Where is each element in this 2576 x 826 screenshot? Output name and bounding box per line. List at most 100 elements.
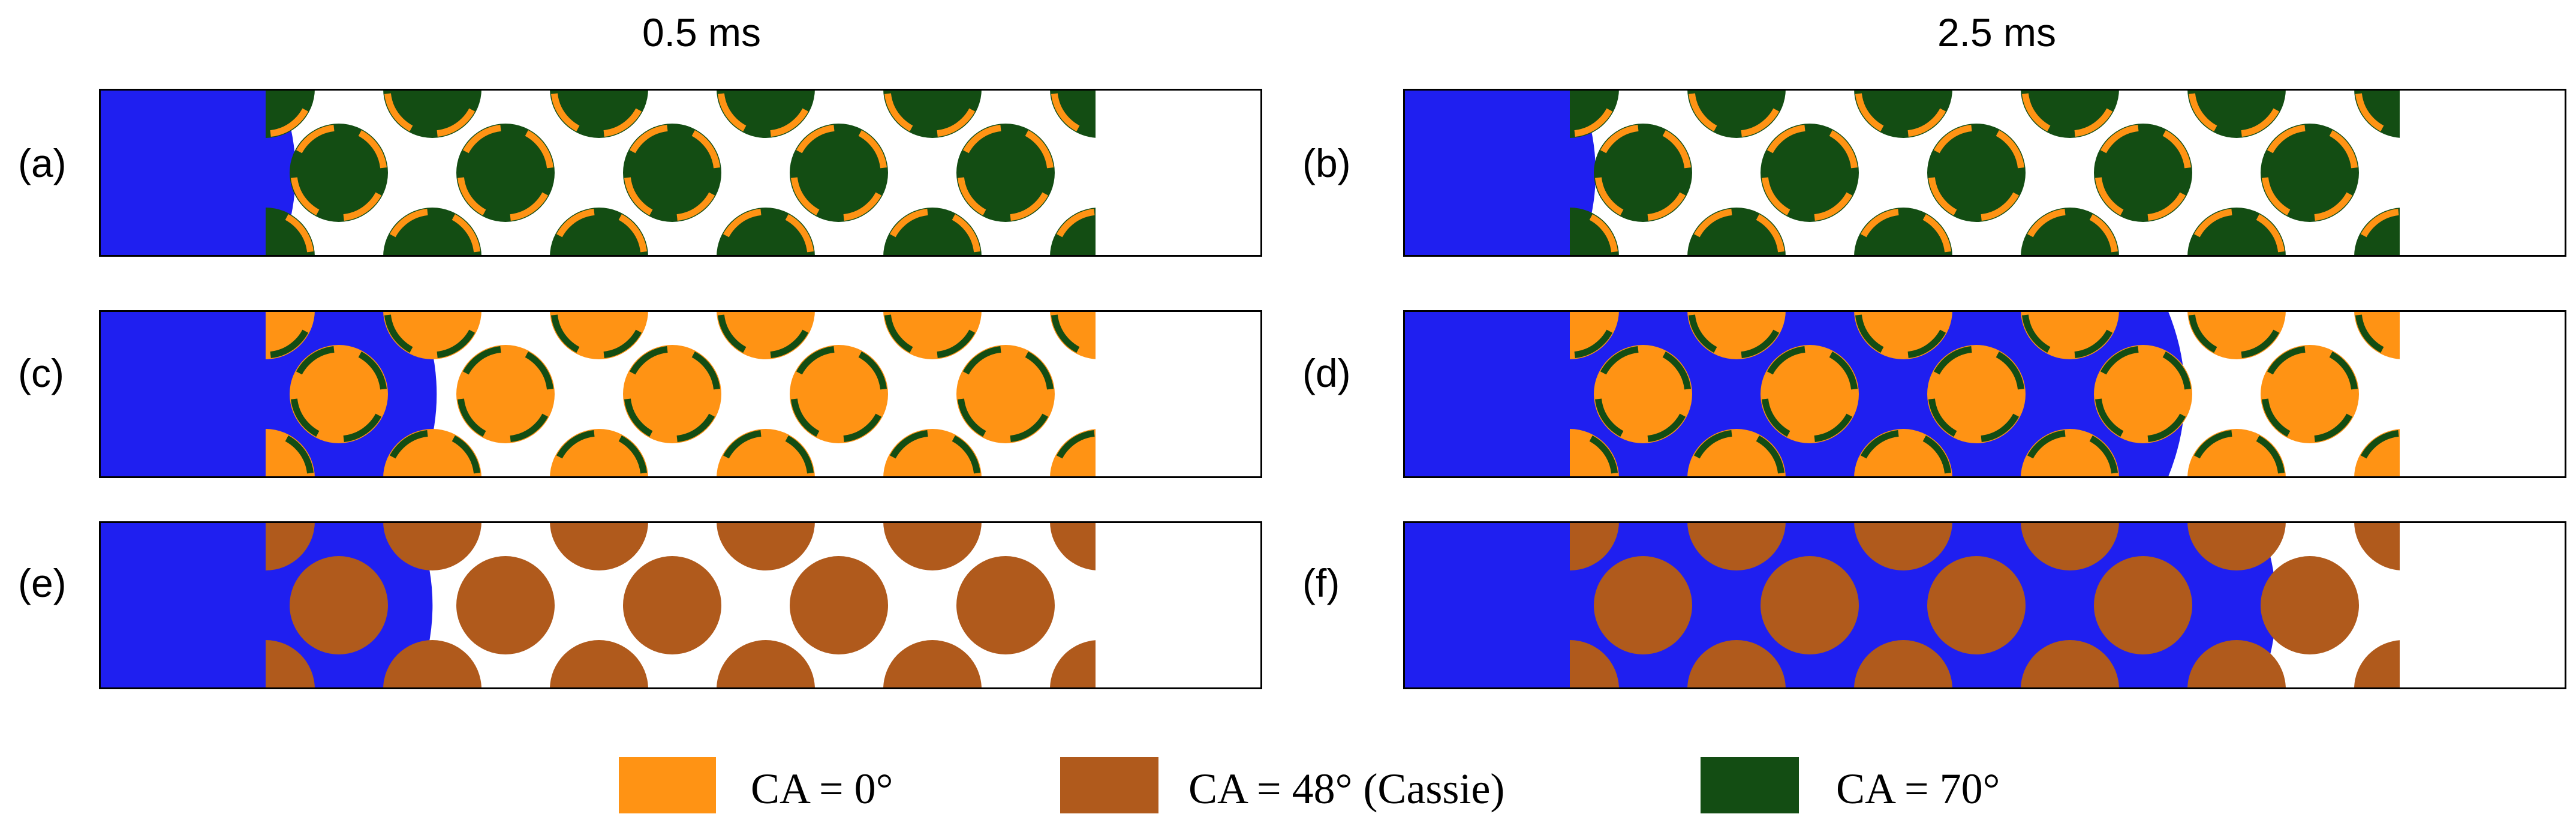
- post-top-1: [266, 521, 315, 570]
- post-bottom-5: [883, 429, 982, 478]
- post-bottom-4: [2021, 208, 2119, 257]
- post-top-3-wetting-patch: [1855, 310, 1952, 359]
- post-middle-5-solid: [2261, 556, 2359, 654]
- post-top-6: [2354, 521, 2400, 570]
- post-top-6: [1050, 89, 1096, 138]
- post-top-1: [1570, 310, 1619, 359]
- post-top-5: [2187, 521, 2286, 570]
- post-top-1: [1570, 89, 1619, 138]
- liquid-inlet: [99, 521, 266, 689]
- post-bottom-5-wetting-patch: [884, 208, 981, 257]
- post-bottom-6-solid: [1050, 429, 1096, 478]
- post-bottom-1-wetting-patch: [266, 429, 314, 478]
- post-bottom-1-solid: [266, 429, 315, 478]
- post-middle-4-solid: [790, 124, 888, 222]
- post-top-1-wetting-patch: [1570, 310, 1618, 359]
- post-middle-4-solid: [2094, 556, 2192, 654]
- post-top-3: [550, 310, 648, 359]
- post-top-2: [383, 521, 482, 570]
- post-top-3-wetting-patch: [1855, 89, 1952, 137]
- channel-outline: [1403, 521, 2566, 689]
- post-bottom-5-solid: [2187, 640, 2286, 689]
- post-top-6-solid: [1050, 521, 1096, 570]
- post-bottom-3: [550, 640, 648, 689]
- post-bottom-4-solid: [717, 640, 815, 689]
- post-top-6: [2354, 310, 2400, 359]
- post-middle-4: [2094, 124, 2192, 222]
- post-bottom-6-wetting-patch: [2355, 429, 2400, 478]
- post-top-2-wetting-patch: [384, 310, 481, 359]
- post-top-6: [2354, 89, 2400, 138]
- post-middle-5-solid: [956, 124, 1055, 222]
- post-bottom-4: [2021, 640, 2119, 689]
- post-middle-3-wetting-patch: [624, 124, 721, 221]
- post-bottom-2-wetting-patch: [384, 208, 481, 257]
- post-top-6: [1050, 310, 1096, 359]
- post-middle-5-solid: [2261, 345, 2359, 443]
- post-top-5: [2187, 310, 2286, 359]
- post-bottom-3-wetting-patch: [1855, 208, 1952, 257]
- post-top-2: [1687, 89, 1786, 138]
- post-bottom-2-wetting-patch: [384, 429, 481, 478]
- panel-d-diagram: [1403, 310, 2566, 478]
- post-top-1-wetting-patch: [266, 89, 314, 137]
- post-bottom-3-wetting-patch: [550, 208, 648, 257]
- panel-d: [1403, 310, 2566, 478]
- post-middle-5-solid: [956, 345, 1055, 443]
- post-top-1-solid: [266, 521, 315, 570]
- post-bottom-6-solid: [2354, 640, 2400, 689]
- post-bottom-6: [1050, 429, 1096, 478]
- post-top-5: [883, 310, 982, 359]
- post-bottom-4: [717, 429, 815, 478]
- legend-swatch-ca-48: [1060, 757, 1158, 813]
- post-bottom-1-solid: [266, 640, 315, 689]
- post-middle-1: [1594, 124, 1692, 222]
- post-bottom-1-wetting-patch: [1570, 429, 1618, 478]
- post-middle-1-wetting-patch: [290, 124, 387, 221]
- post-bottom-3-wetting-patch: [1855, 429, 1952, 478]
- post-bottom-6-solid: [1050, 208, 1096, 257]
- post-top-2: [1687, 310, 1786, 359]
- post-top-1-wetting-patch: [1570, 89, 1618, 137]
- post-middle-3-solid: [623, 345, 721, 443]
- post-middle-1-solid: [1594, 556, 1692, 654]
- post-bottom-5: [2187, 640, 2286, 689]
- post-top-6-wetting-patch: [2355, 310, 2400, 359]
- post-middle-1-wetting-patch: [290, 346, 387, 443]
- channel-outline: [1403, 89, 2566, 257]
- post-top-4: [717, 521, 815, 570]
- post-top-4: [2021, 310, 2119, 359]
- post-bottom-1: [1570, 208, 1619, 257]
- post-bottom-5: [883, 640, 982, 689]
- panel-label-a: (a): [18, 141, 67, 185]
- post-top-4: [717, 310, 815, 359]
- post-top-2-wetting-patch: [384, 89, 481, 137]
- panel-b: [1403, 89, 2566, 257]
- post-top-6-wetting-patch: [1051, 310, 1096, 359]
- post-bottom-2: [1687, 208, 1786, 257]
- post-middle-4: [790, 556, 888, 654]
- post-top-6-solid: [1050, 89, 1096, 138]
- post-bottom-5: [883, 208, 982, 257]
- post-top-5-wetting-patch: [884, 310, 981, 359]
- post-middle-5: [2261, 124, 2359, 222]
- post-middle-2-solid: [456, 556, 555, 654]
- post-middle-3-solid: [1927, 556, 2026, 654]
- post-middle-1-solid: [290, 124, 388, 222]
- post-middle-3-solid: [623, 124, 721, 222]
- post-top-1-wetting-patch: [266, 310, 314, 359]
- post-top-6-solid: [2354, 310, 2400, 359]
- post-middle-1: [290, 124, 388, 222]
- post-middle-5-wetting-patch: [957, 124, 1054, 221]
- post-bottom-6: [2354, 640, 2400, 689]
- post-bottom-3: [1854, 208, 1952, 257]
- post-top-5-wetting-patch: [2188, 310, 2285, 359]
- liquid-inlet: [99, 89, 266, 257]
- post-bottom-2-wetting-patch: [1688, 429, 1785, 478]
- column-title-right: 2.5 ms: [1937, 10, 2057, 55]
- post-middle-4-solid: [2094, 345, 2192, 443]
- post-middle-1: [1594, 345, 1692, 443]
- post-bottom-3-wetting-patch: [550, 429, 648, 478]
- post-middle-4-solid: [790, 345, 888, 443]
- post-top-3-solid: [550, 521, 648, 570]
